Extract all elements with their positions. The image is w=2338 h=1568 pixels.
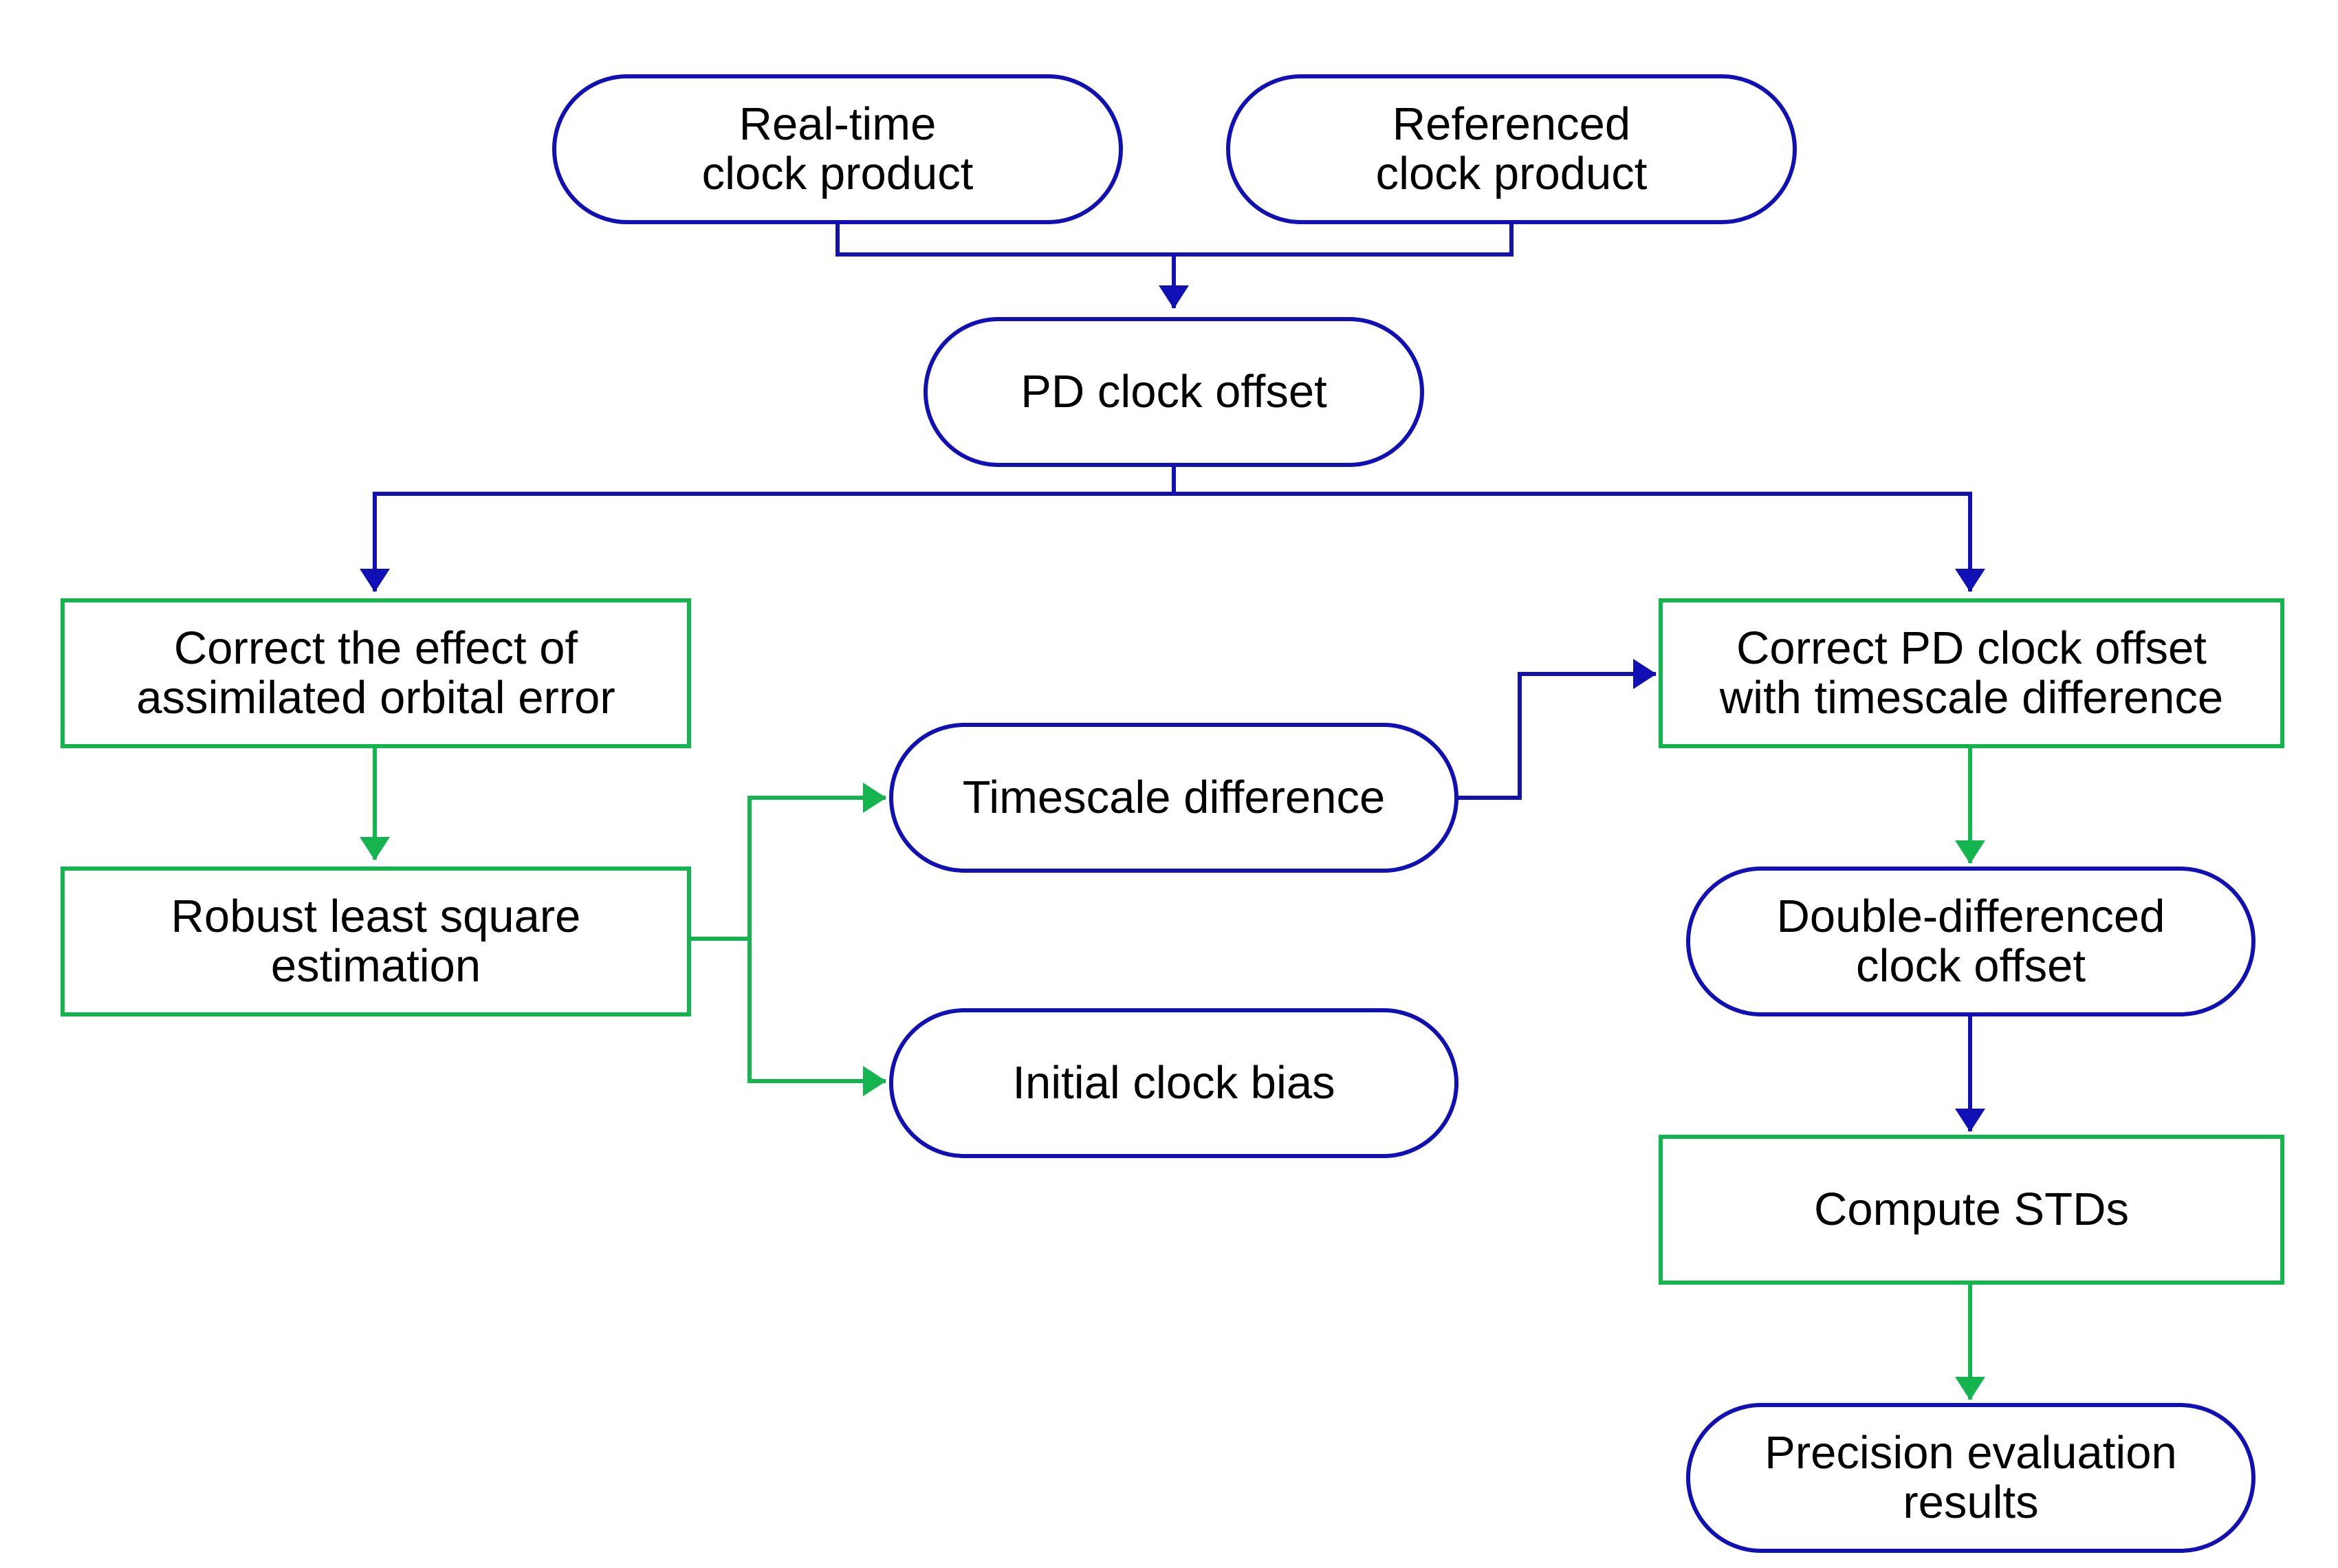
- connector-robust-lsq-to-timescale-diff: [689, 783, 886, 941]
- connector-referenced-to-pd-offset: [1174, 221, 1514, 257]
- pd-clock-offset-node: PD clock offset: [924, 317, 1424, 467]
- connector-pd-offset-to-correct-pd: [1174, 492, 1985, 592]
- connector-pd-offset-to-correct-orbital: [360, 464, 1176, 592]
- referenced-clock-product-node: Referenced clock product: [1226, 74, 1797, 224]
- double-differenced-offset-node: Double-differenced clock offset: [1686, 867, 2255, 1016]
- initial-clock-bias-node: Initial clock bias: [889, 1008, 1458, 1158]
- connector-robust-lsq-to-initial-bias: [747, 939, 886, 1096]
- compute-stds-node: Compute STDs: [1659, 1135, 2284, 1285]
- correct-pd-offset-node: Correct PD clock offset with timescale d…: [1659, 598, 2284, 748]
- connector-realtime-to-pd-offset: [835, 221, 1189, 309]
- precision-evaluation-node: Precision evaluation results: [1686, 1403, 2255, 1553]
- correct-orbital-error-node: Correct the effect of assimilated orbita…: [61, 598, 691, 748]
- robust-least-square-node: Robust least square estimation: [61, 867, 691, 1016]
- timescale-difference-node: Timescale difference: [889, 723, 1458, 873]
- realtime-clock-product-node: Real-time clock product: [552, 74, 1123, 224]
- connector-timescale-diff-to-correct-pd: [1456, 659, 1657, 800]
